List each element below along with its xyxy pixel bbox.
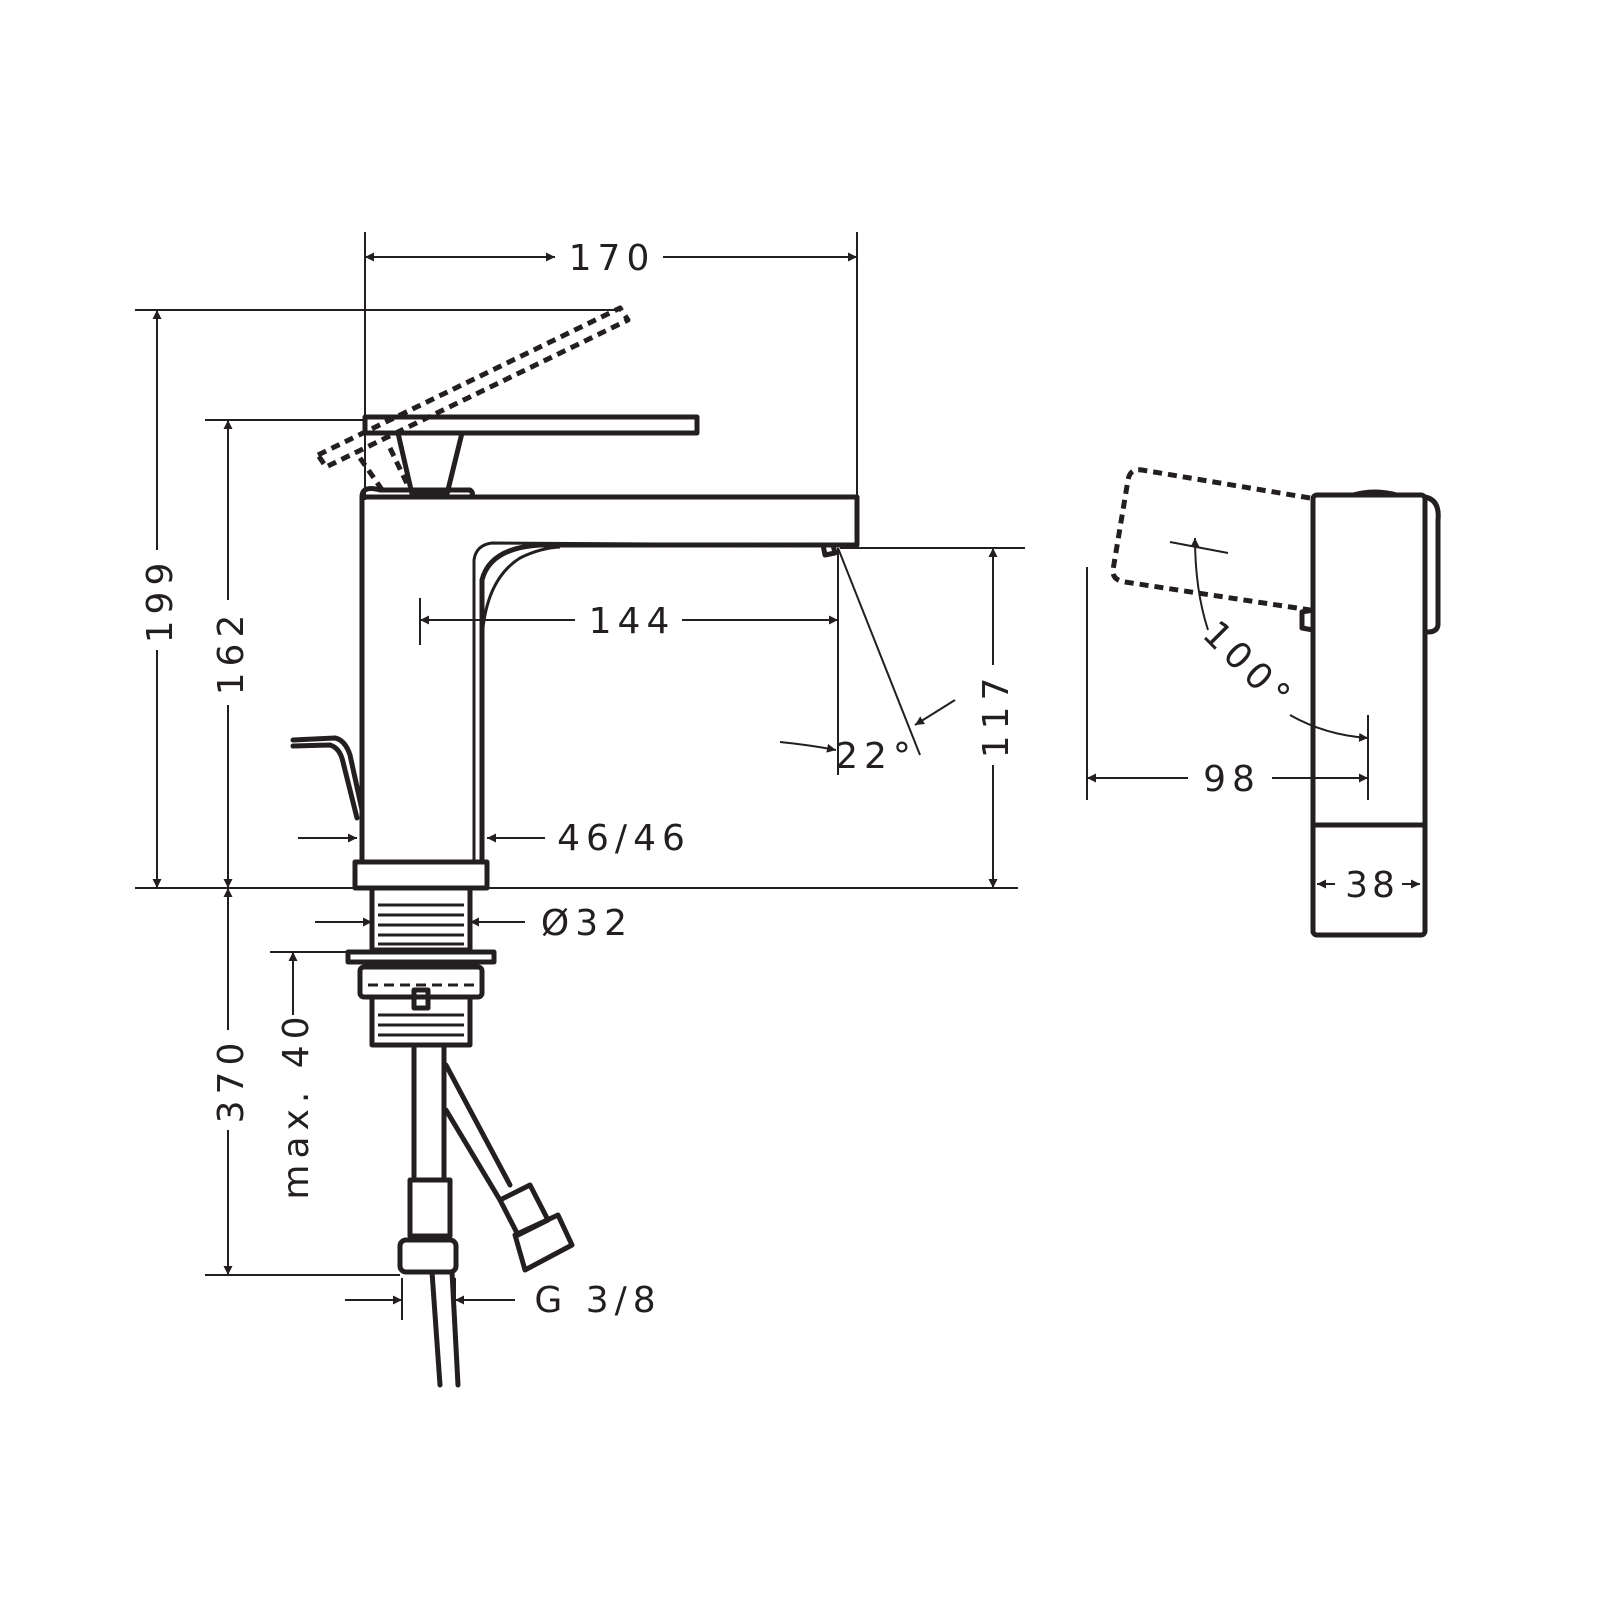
label-144: 144 — [589, 601, 676, 642]
popup-rod — [290, 735, 365, 821]
side-cap — [1349, 489, 1401, 497]
side-body — [1310, 492, 1428, 938]
label-199: 199 — [140, 557, 181, 644]
lever-raised-outline — [315, 305, 631, 470]
angle-100-arrow-bottom — [1289, 714, 1369, 742]
label-22-degrees: 22° — [835, 736, 917, 777]
hose-fitting-angled — [497, 1182, 575, 1273]
label-100-degrees: 100° — [1194, 613, 1301, 720]
spout-inner-edge — [472, 541, 834, 862]
side-lever-raised-outline — [1110, 467, 1311, 613]
shank-thread-lines — [378, 903, 464, 946]
hose-angled — [443, 1062, 513, 1203]
dimension-lines — [135, 232, 1420, 1320]
faucet-front-view — [290, 305, 860, 891]
angle-22-ray — [837, 547, 921, 756]
angle-100-arrow-top — [1190, 537, 1209, 631]
hose-fitting-straight — [407, 1177, 453, 1239]
label-162: 162 — [211, 609, 252, 696]
angle-22-arrow-right — [914, 699, 956, 726]
lever-stem — [395, 430, 465, 497]
label-170: 170 — [569, 238, 656, 279]
label-max-40: max. 40 — [276, 1010, 317, 1199]
hose-straight — [411, 1042, 447, 1183]
label-g-3-8: G 3/8 — [534, 1280, 661, 1321]
base-plate — [352, 859, 490, 891]
label-98: 98 — [1203, 759, 1261, 800]
label-117: 117 — [976, 672, 1017, 759]
angle-22-arrow-left — [779, 741, 837, 753]
hose-tail — [429, 1269, 461, 1388]
washer — [345, 949, 497, 965]
spout-curve — [480, 545, 561, 641]
faucet-body — [359, 494, 860, 865]
side-lever — [1422, 494, 1441, 635]
label-diameter-32: Ø32 — [541, 903, 633, 944]
aerator — [820, 542, 838, 558]
faucet-side-view — [1110, 467, 1441, 938]
lower-shank — [369, 994, 473, 1048]
cartridge-cap — [359, 486, 475, 500]
label-370: 370 — [211, 1037, 252, 1124]
hose-nut-straight — [397, 1237, 459, 1275]
lower-shank-thread — [378, 1013, 464, 1037]
angle-100-tick — [1169, 541, 1229, 554]
dimension-labels: 170 199 162 144 117 22° 46/46 Ø32 370 ma… — [140, 238, 1399, 1321]
under-counter-assembly — [345, 885, 575, 1388]
label-46-46: 46/46 — [557, 818, 691, 859]
threaded-shank — [369, 885, 473, 953]
label-38: 38 — [1345, 865, 1399, 906]
